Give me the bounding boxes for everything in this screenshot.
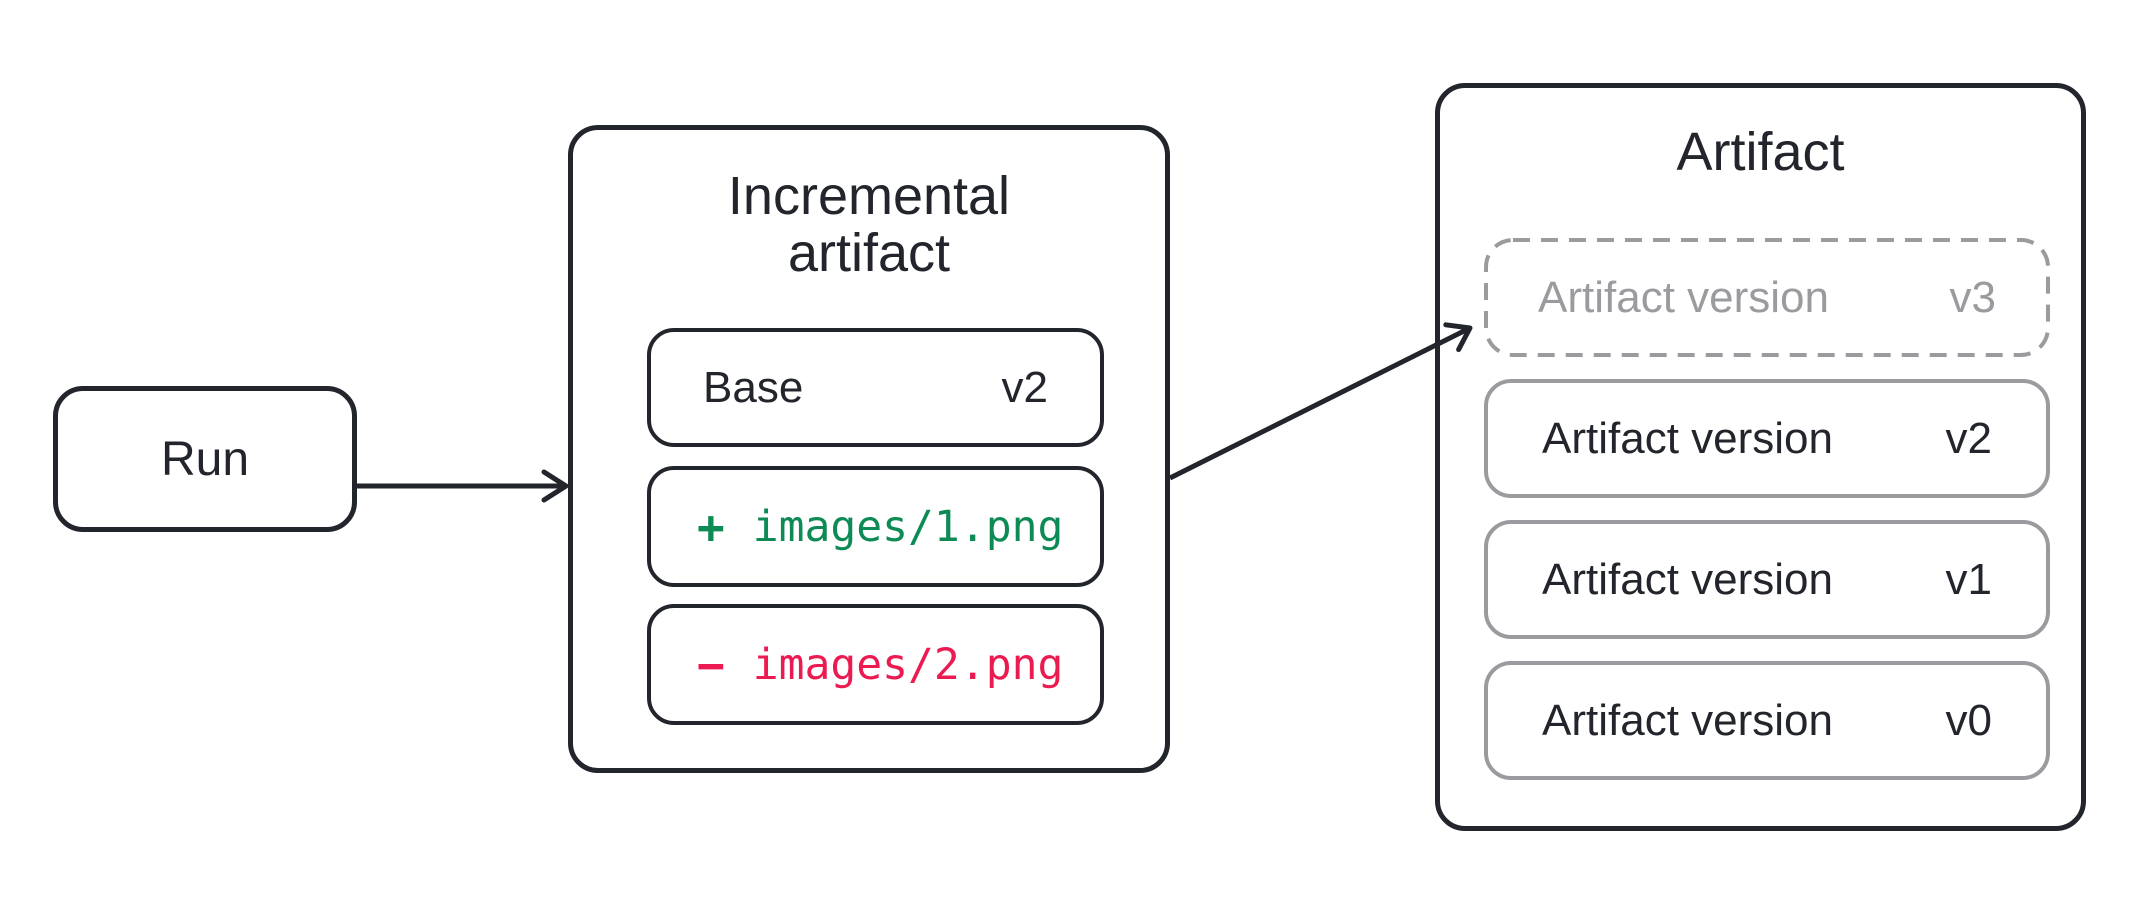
- base-label: Base: [703, 362, 804, 412]
- incremental-to-artifact-arrow: [1168, 322, 1473, 481]
- run-node-label: Run: [160, 432, 250, 486]
- artifact-version-badge: v3: [1949, 272, 1996, 322]
- added-file-row: + images/1.png: [647, 466, 1104, 587]
- artifact-version-label: Artifact version: [1542, 695, 1833, 745]
- incremental-artifact-title: Incremental artifact: [573, 166, 1165, 284]
- minus-icon: −: [697, 637, 725, 692]
- incremental-artifact-title-line2: artifact: [787, 223, 951, 284]
- base-version-row: Base v2: [647, 328, 1104, 447]
- plus-icon: +: [697, 499, 725, 554]
- incremental-artifact-title-line1: Incremental: [727, 166, 1011, 226]
- artifact-version-label: Artifact version: [1538, 272, 1829, 322]
- artifact-version-row: Artifact version v0: [1484, 661, 2050, 780]
- run-to-incremental-arrow: [357, 469, 569, 503]
- artifact-version-label: Artifact version: [1542, 554, 1833, 604]
- base-version-badge: v2: [1001, 362, 1048, 412]
- artifact-version-badge: v1: [1945, 554, 1992, 604]
- incremental-artifact-node: Incremental artifact Base v2 + images/1.…: [568, 125, 1170, 773]
- artifact-node: Artifact Artifact version v3 Artifact ve…: [1435, 83, 2086, 831]
- artifact-version-row: Artifact version v2: [1484, 379, 2050, 498]
- removed-file-row: − images/2.png: [647, 604, 1104, 725]
- removed-file-path: images/2.png: [752, 639, 1064, 690]
- artifact-version-badge: v2: [1945, 413, 1992, 463]
- run-node: Run: [53, 386, 357, 532]
- artifact-title: Artifact: [1676, 122, 1845, 182]
- artifact-version-label: Artifact version: [1542, 413, 1833, 463]
- artifact-version-row: Artifact version v1: [1484, 520, 2050, 639]
- artifact-version-row-pending: Artifact version v3: [1484, 238, 2050, 357]
- added-file-path: images/1.png: [752, 501, 1064, 552]
- artifact-version-badge: v0: [1945, 695, 1992, 745]
